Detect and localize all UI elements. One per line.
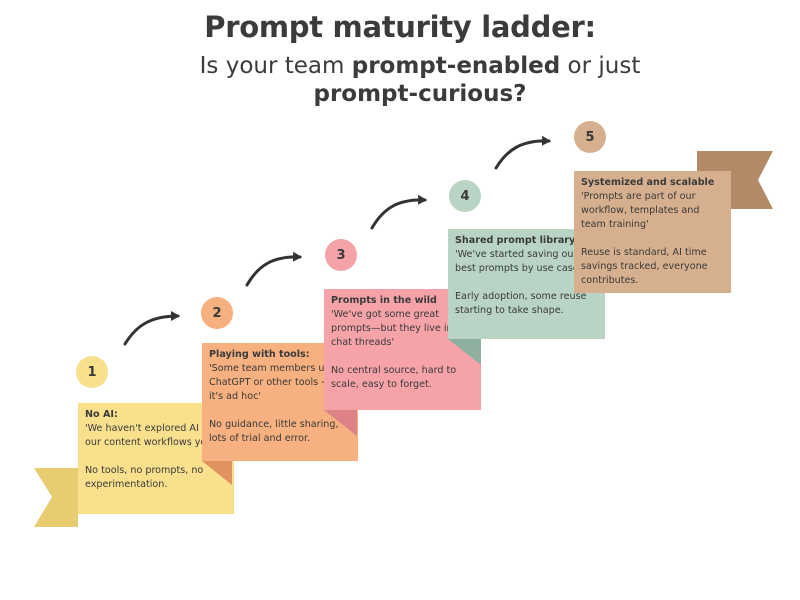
- step-5-description: Reuse is standard, AI time savings track…: [581, 247, 708, 286]
- step-2-description: No guidance, little sharing, lots of tri…: [209, 419, 339, 444]
- step-3-description: No central source, hard to scale, easy t…: [331, 365, 457, 390]
- step-1-description: No tools, no prompts, no experimentation…: [85, 465, 204, 490]
- step-1-quote: 'We haven't explored AI in our content w…: [85, 423, 213, 448]
- step-1-number-badge: 1: [76, 356, 108, 388]
- step-2-number-badge: 2: [201, 297, 233, 329]
- step-1-title: No AI:: [85, 409, 118, 420]
- step-4-quote: 'We've started saving our best prompts b…: [455, 249, 582, 274]
- step-3-number: 3: [336, 247, 346, 263]
- step-1-page-fold: [202, 461, 232, 485]
- ribbon-end: [697, 151, 773, 209]
- subtitle-text-mid: or just: [560, 53, 641, 79]
- step-4-number-badge: 4: [449, 180, 481, 212]
- diagram-title: Prompt maturity ladder:: [204, 10, 596, 44]
- step-arrow-3-4: [370, 194, 427, 230]
- step-2-number: 2: [212, 305, 222, 321]
- step-5-card: Systemized and scalable 'Prompts are par…: [574, 171, 731, 293]
- subtitle-emphasis-enabled: prompt-enabled: [351, 53, 561, 79]
- step-2-page-fold: [324, 410, 357, 436]
- step-3-title: Prompts in the wild: [331, 295, 437, 306]
- step-5-title: Systemized and scalable: [581, 177, 715, 188]
- diagram-subtitle: Is your team prompt-enabled or just prom…: [160, 52, 680, 108]
- subtitle-emphasis-curious: prompt-curious?: [313, 81, 527, 107]
- step-3-quote: 'We've got some great prompts—but they l…: [331, 309, 453, 348]
- step-5-quote: 'Prompts are part of our workflow, templ…: [581, 191, 700, 230]
- ribbon-start: [34, 468, 78, 527]
- step-1-number: 1: [87, 364, 97, 380]
- step-4-description: Early adoption, some reuse starting to t…: [455, 291, 587, 316]
- step-3-page-fold: [448, 339, 481, 365]
- step-4-title: Shared prompt library: [455, 235, 576, 246]
- step-arrow-4-5: [494, 135, 551, 170]
- step-5-number-badge: 5: [574, 121, 606, 153]
- step-arrow-1-2: [123, 311, 180, 346]
- step-arrow-2-3: [245, 251, 302, 287]
- step-2-title: Playing with tools:: [209, 349, 310, 360]
- step-4-number: 4: [460, 188, 470, 204]
- step-5-number: 5: [585, 129, 595, 145]
- step-3-number-badge: 3: [325, 239, 357, 271]
- subtitle-text-start: Is your team: [199, 53, 352, 79]
- step-2-quote: 'Some team members use ChatGPT or other …: [209, 363, 344, 402]
